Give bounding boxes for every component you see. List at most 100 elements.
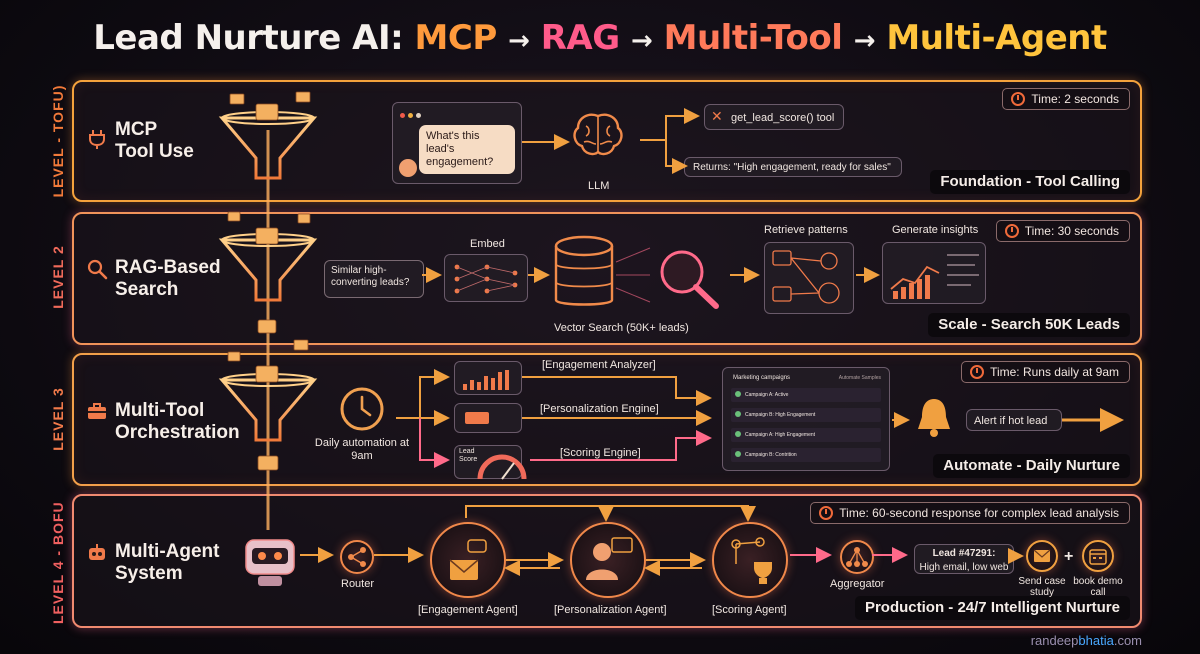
title-arrow: → <box>508 26 530 56</box>
personalization-engine-card <box>454 403 522 433</box>
lead-id: Lead #47291: <box>932 548 996 559</box>
llm-label: LLM <box>588 180 610 192</box>
level-4-time-badge: Time: 60-second response for complex lea… <box>810 502 1130 524</box>
campaign-label: Campaign B: Contrition <box>745 452 797 458</box>
level-4-title-line2: System <box>115 563 183 584</box>
wrench-icon: ✕ <box>711 108 723 124</box>
title-prefix: Lead Nurture AI: <box>93 18 415 58</box>
bell-icon <box>916 395 952 439</box>
level-3-title-line1: Multi-Tool <box>115 400 205 421</box>
patterns-box <box>764 242 854 314</box>
clock-icon <box>1011 92 1026 106</box>
credit-part1: randeep <box>1030 633 1079 648</box>
personalization-agent-node <box>570 522 646 598</box>
trigger-label: Daily automation at 9am <box>314 437 410 462</box>
page-title: Lead Nurture AI: MCP → RAG → Multi-Tool … <box>0 18 1200 58</box>
template-block-icon <box>465 412 489 424</box>
title-multi-tool: Multi-Tool <box>663 18 843 58</box>
robot-small-icon <box>86 542 108 564</box>
check-icon <box>735 431 741 437</box>
credit-url[interactable]: randeepbhatia.com <box>1031 633 1142 648</box>
lead-score-card-label: Lead Score <box>459 448 478 463</box>
clock-icon <box>819 506 834 520</box>
chat-window: What's this lead's engagement? <box>392 102 522 184</box>
returns-label: Returns: "High engagement, ready for sal… <box>693 162 891 173</box>
insights-chart-icon <box>890 254 979 299</box>
book-demo-label: book demo call <box>1073 576 1123 598</box>
hierarchy-icon <box>846 547 868 567</box>
level-3-time-badge: Time: Runs daily at 9am <box>961 361 1130 383</box>
level-1-time-badge: Time: 2 seconds <box>1002 88 1130 110</box>
level-4-time: Time: 60-second response for complex lea… <box>839 506 1119 520</box>
title-arrow: → <box>853 26 876 56</box>
credit-part3: .com <box>1113 633 1142 648</box>
insights-box <box>882 242 986 304</box>
level-2-time-badge: Time: 30 seconds <box>995 220 1130 242</box>
scoring-card: Lead Score <box>454 445 522 479</box>
engagement-agent-node <box>430 522 506 598</box>
level-2-footer: Scale - Search 50K Leads <box>928 313 1130 337</box>
level-1-side-label: LEVEL - TOFU) <box>50 84 66 198</box>
lead-box: Lead #47291: High email, low web <box>914 544 1014 574</box>
level-1-footer: Foundation - Tool Calling <box>930 170 1130 194</box>
clock-icon <box>338 385 386 433</box>
database-icon <box>552 234 616 314</box>
campaign-row: Campaign B: High Engagement <box>731 408 881 422</box>
clock-icon <box>1004 224 1019 238</box>
send-case-study-node <box>1026 540 1058 572</box>
title-arrow: → <box>630 26 653 56</box>
campaign-row: Campaign A: High Engagement <box>731 428 881 442</box>
level-4-side-label: LEVEL 4 - BOFU <box>50 501 66 624</box>
robot-icon <box>240 532 300 590</box>
level-4-panel: Time: 60-second response for complex lea… <box>72 494 1142 628</box>
level-4-footer: Production - 24/7 Intelligent Nurture <box>854 596 1130 620</box>
title-multi-agent: Multi-Agent <box>886 18 1107 58</box>
check-icon <box>735 451 741 457</box>
clock-icon <box>970 365 985 379</box>
query-box: Similar high-converting leads? <box>324 260 424 298</box>
level-2-side-label: LEVEL 2 <box>50 245 66 309</box>
level-1-panel: Time: 2 seconds Foundation - Tool Callin… <box>72 80 1142 202</box>
tool-box: ✕ get_lead_score() tool <box>704 104 844 130</box>
engagement-analyzer-card <box>454 361 522 395</box>
plus-label: + <box>1064 548 1074 565</box>
alert-box: Alert if hot lead <box>966 409 1062 431</box>
credit-part2: bhatia <box>1078 633 1114 648</box>
engagement-agent-label: [Engagement Agent] <box>418 604 518 616</box>
vector-search-label: Vector Search (50K+ leads) <box>554 322 689 334</box>
level-2-panel: Time: 30 seconds Scale - Search 50K Lead… <box>72 212 1142 345</box>
level-3-footer: Automate - Daily Nurture <box>933 454 1130 478</box>
check-icon <box>735 391 741 397</box>
magnifier-icon <box>654 244 724 314</box>
level-3-time: Time: Runs daily at 9am <box>990 365 1119 379</box>
window-dots-icon <box>400 108 422 122</box>
question-bubble: What's this lead's engagement? <box>419 125 515 174</box>
scoring-agent-node <box>712 522 788 598</box>
level-4-title-line1: Multi-Agent <box>115 541 220 562</box>
calendar-icon <box>1089 549 1107 565</box>
personalization-agent-label: [Personalization Agent] <box>554 604 667 616</box>
insights-label: Generate insights <box>892 224 979 236</box>
campaigns-header-right: Automate Samples <box>838 375 881 381</box>
share-icon <box>348 547 366 567</box>
patterns-graph-icon <box>772 250 840 304</box>
campaign-label: Campaign A: High Engagement <box>745 432 816 438</box>
level-2-title-line2: Search <box>115 279 179 300</box>
check-icon <box>735 411 741 417</box>
user-avatar-icon <box>399 159 417 177</box>
scoring-agent-label: [Scoring Agent] <box>712 604 787 616</box>
level-2-title-line1: RAG-Based <box>115 257 221 278</box>
envelope-chat-icon <box>449 539 487 580</box>
level-3-title-line2: Orchestration <box>115 422 240 443</box>
send-case-study-label: Send case study <box>1018 576 1066 598</box>
tool-label: get_lead_score() tool <box>731 112 835 124</box>
lead-desc: High email, low web <box>919 562 1009 573</box>
trophy-icon <box>731 537 772 584</box>
level-1-time: Time: 2 seconds <box>1031 92 1119 106</box>
level-2-time: Time: 30 seconds <box>1024 224 1119 238</box>
person-icon <box>586 537 633 580</box>
embed-label: Embed <box>470 238 505 250</box>
network-icon <box>454 264 518 294</box>
